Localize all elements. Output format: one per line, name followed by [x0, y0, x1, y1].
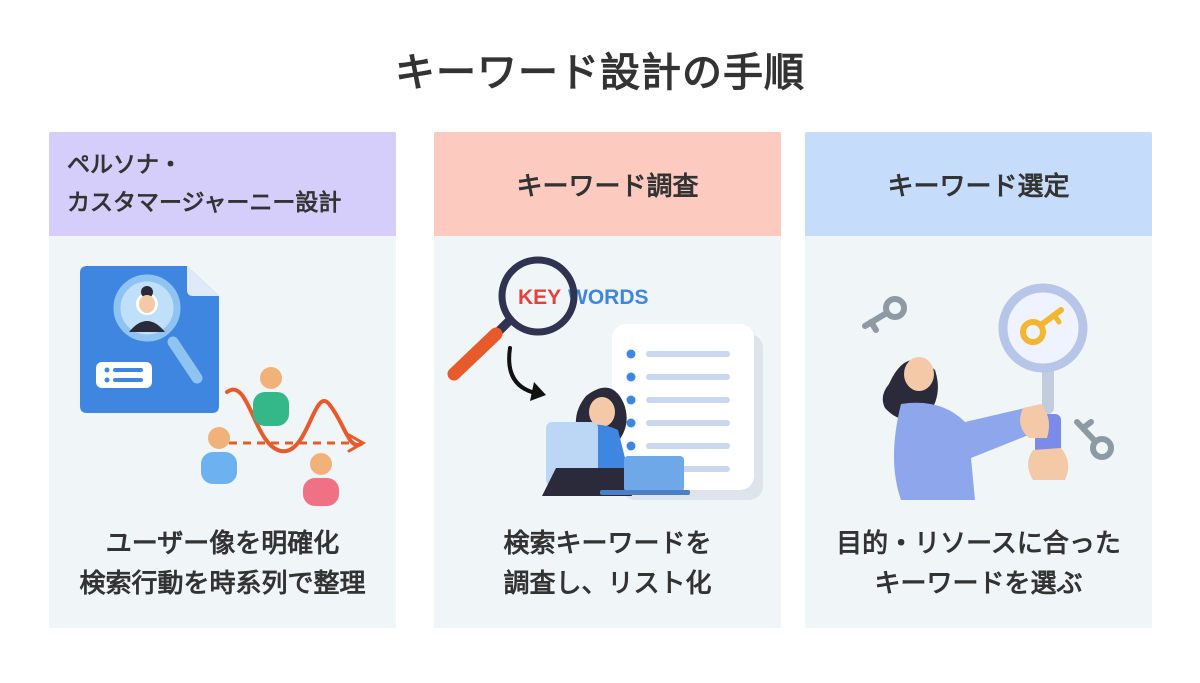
step-card-research: キーワード調査 KEY WORDS — [434, 132, 781, 628]
step-header: キーワード選定 — [805, 132, 1152, 236]
person-laptop-icon — [542, 387, 690, 496]
keyword-selection-illustration — [862, 283, 1114, 500]
caption-line: 調査し、リスト化 — [503, 569, 712, 599]
step-title-line: カスタマージャーニー設計 — [67, 190, 342, 216]
keyword-research-illustration: KEY WORDS — [447, 256, 763, 500]
step-card-persona: ペルソナ・ カスタマージャーニー設計 — [49, 132, 396, 628]
keywords-key-text: KEY — [518, 286, 561, 309]
caption-line: 検索行動を時系列で整理 — [79, 569, 366, 599]
caption-line: キーワードを選ぶ — [874, 569, 1083, 599]
keywords-words-text: WORDS — [568, 286, 649, 309]
step-header: ペルソナ・ カスタマージャーニー設計 — [49, 132, 396, 236]
page-title: キーワード設計の手順 — [395, 50, 805, 96]
step-header: キーワード調査 — [434, 132, 781, 236]
step-caption: 検索キーワードを 調査し、リスト化 — [434, 524, 781, 604]
caption-line: 目的・リソースに合った — [836, 529, 1121, 559]
person-holding-magnifier-icon — [882, 283, 1088, 500]
journey-path-icon — [201, 367, 367, 506]
caption-line: 検索キーワードを — [503, 529, 712, 559]
key-icon — [862, 296, 907, 333]
keywords-search-icon: KEY WORDS — [447, 256, 649, 381]
step-card-selection: キーワード選定 目的・リソースに合った — [805, 132, 1152, 628]
caption-line: ユーザー像を明確化 — [105, 529, 340, 559]
step-title: キーワード調査 — [516, 171, 699, 202]
persona-journey-illustration — [80, 266, 367, 506]
step-caption: 目的・リソースに合った キーワードを選ぶ — [805, 524, 1152, 604]
key-icon — [1074, 419, 1114, 460]
step-caption: ユーザー像を明確化 検索行動を時系列で整理 — [49, 524, 396, 604]
step-title: キーワード選定 — [887, 171, 1070, 202]
step-title-line: ペルソナ・ — [67, 152, 182, 178]
magnifier-icon — [113, 274, 203, 384]
